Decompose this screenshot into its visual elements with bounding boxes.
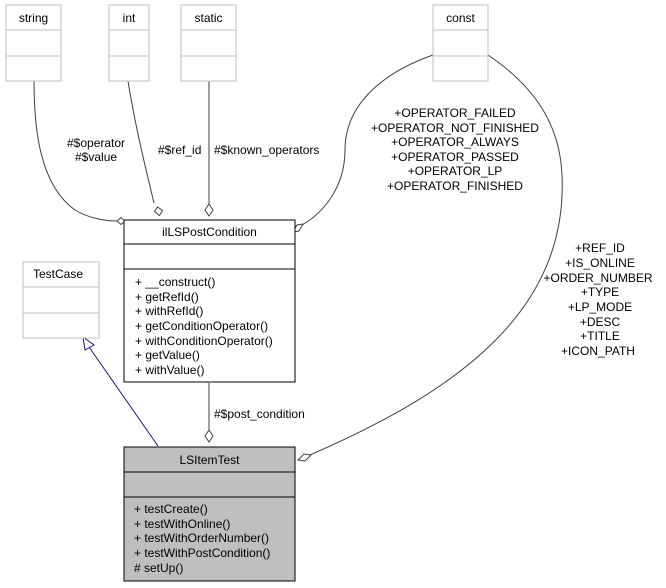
class-static[interactable]: static xyxy=(180,4,237,82)
label-desc: +DESC xyxy=(580,315,621,329)
method-with-value: + withValue() xyxy=(135,363,204,377)
edge-static-to-postcondition xyxy=(204,81,214,217)
label-const-to-postcondition: +OPERATOR_FAILED +OPERATOR_NOT_FINISHED … xyxy=(371,106,539,193)
label-operator: #$operator xyxy=(67,136,125,150)
method-test-with-post-condition: + testWithPostCondition() xyxy=(134,546,270,560)
class-itemtest[interactable]: LSItemTest + testCreate() + testWithOnli… xyxy=(123,446,296,582)
method-with-condition-operator: + withConditionOperator() xyxy=(135,334,273,348)
method-set-up: # setUp() xyxy=(134,561,183,575)
label-ref-id: #$ref_id xyxy=(158,143,201,157)
label-operator-passed: +OPERATOR_PASSED xyxy=(391,150,519,164)
method-get-condition-operator: + getConditionOperator() xyxy=(135,319,268,333)
label-operator-lp: +OPERATOR_LP xyxy=(408,164,503,178)
label-title: +TITLE xyxy=(580,329,620,343)
label-icon-path: +ICON_PATH xyxy=(561,344,635,358)
method-get-value: + getValue() xyxy=(135,348,200,362)
method-test-with-online: + testWithOnline() xyxy=(134,517,230,531)
label-known-operators: #$known_operators xyxy=(214,143,319,157)
class-postcondition[interactable]: ilLSPostCondition + __construct() + getR… xyxy=(123,219,296,383)
class-itemtest-name: LSItemTest xyxy=(179,453,240,467)
class-static-name: static xyxy=(194,11,222,25)
label-const-to-itemtest: +REF_ID +IS_ONLINE +ORDER_NUMBER +TYPE +… xyxy=(543,241,652,358)
class-int-name: int xyxy=(123,11,136,25)
edge-int-to-postcondition xyxy=(127,80,164,217)
class-testcase-name: TestCase xyxy=(33,267,83,281)
class-string-name: string xyxy=(19,11,48,25)
method-test-create: + testCreate() xyxy=(134,502,208,516)
class-const[interactable]: const xyxy=(432,4,489,82)
label-type: +TYPE xyxy=(581,285,619,299)
label-operator-not-finished: +OPERATOR_NOT_FINISHED xyxy=(371,121,539,135)
edge-postcondition-to-itemtest xyxy=(204,383,214,443)
label-is-online: +IS_ONLINE xyxy=(565,256,635,270)
label-ref-id-const: +REF_ID xyxy=(575,241,625,255)
method-get-ref-id: + getRefId() xyxy=(135,290,199,304)
label-value: #$value xyxy=(75,150,117,164)
label-lp-mode: +LP_MODE xyxy=(568,300,632,314)
label-post-condition: #$post_condition xyxy=(214,407,305,421)
edge-testcase-inheritance xyxy=(82,335,159,447)
label-operator-always: +OPERATOR_ALWAYS xyxy=(391,135,519,149)
method-test-with-order-number: + testWithOrderNumber() xyxy=(134,531,269,545)
label-order-number: +ORDER_NUMBER xyxy=(543,271,652,285)
edge-const-to-itemtest xyxy=(296,54,563,462)
label-operator-finished: +OPERATOR_FINISHED xyxy=(387,179,523,193)
label-operator-failed: +OPERATOR_FAILED xyxy=(394,106,516,120)
class-int[interactable]: int xyxy=(108,4,150,82)
class-testcase[interactable]: TestCase xyxy=(22,261,100,339)
label-string-to-postcondition: #$operator #$value xyxy=(67,136,125,164)
class-string[interactable]: string xyxy=(5,4,62,82)
method-construct: + __construct() xyxy=(135,275,215,289)
method-with-ref-id: + withRefId() xyxy=(135,304,203,318)
class-postcondition-name: ilLSPostCondition xyxy=(162,225,257,239)
class-const-name: const xyxy=(446,11,475,25)
